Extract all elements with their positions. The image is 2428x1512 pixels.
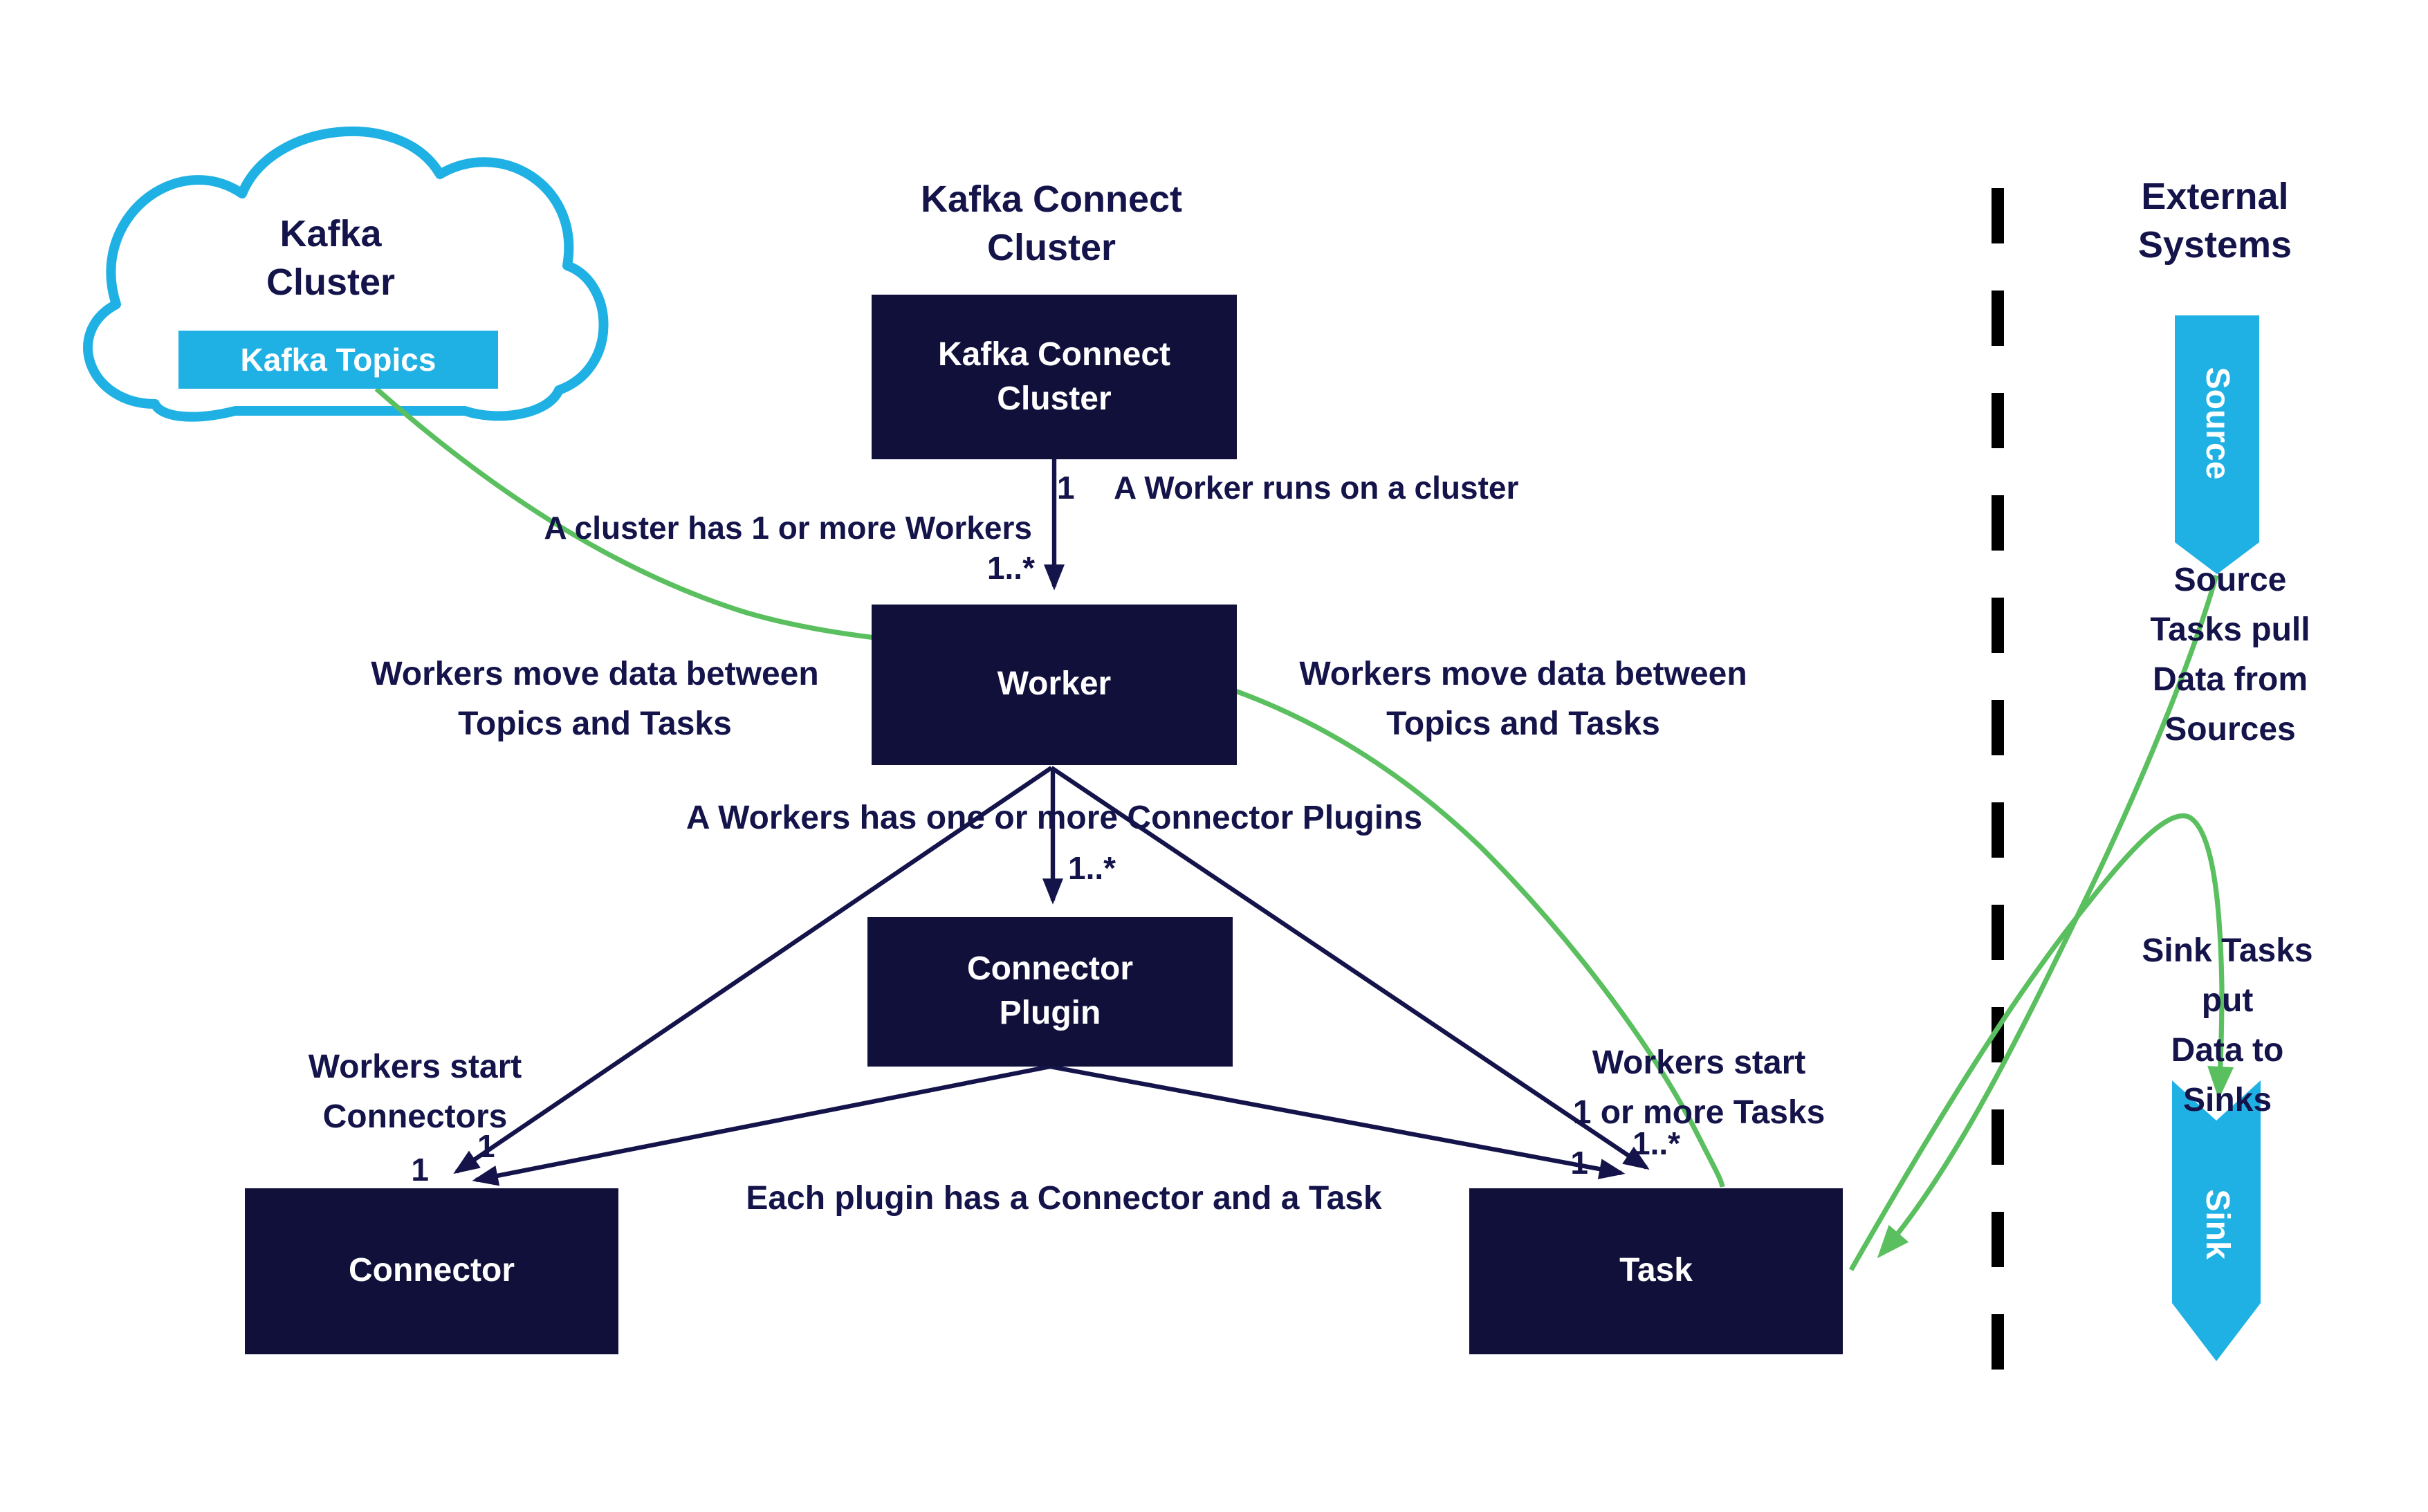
worker-note-left: Workers move data between Topics and Tas… [371,656,819,743]
external-systems-heading: External Systems [2137,176,2292,266]
multiplicity-plugin-connector-one: 1 [477,1128,495,1164]
sink-banner-label: Sink [2198,1189,2236,1260]
edge-label-workers-start-connectors: Workers start Connectors [308,1049,522,1136]
connector-plugin-box: Connector Plugin [867,917,1233,1067]
source-banner [2175,315,2259,574]
connector-box: Connector [245,1188,618,1354]
edge-label-workers-start-tasks: Workers start 1 or more Tasks [1572,1044,1825,1132]
edge-label-cluster-has-workers: A cluster has 1 or more Workers [544,510,1032,546]
multiplicity-cluster-worker-one: 1 [1057,470,1075,506]
multiplicity-plugin-task-one: 1 [1570,1145,1588,1181]
sink-banner [2172,1080,2261,1361]
edge-label-plugin-has-connector-and-task: Each plugin has a Connector and a Task [746,1180,1382,1217]
task-box: Task [1469,1188,1843,1354]
green-edge-task-to-sink [1848,813,2234,1271]
multiplicity-worker-task-many: 1..* [1633,1125,1681,1161]
edge-plugin-to-connector [472,1064,1051,1186]
worker-note-right: Workers move data between Topics and Tas… [1299,656,1747,743]
sink-note: Sink Tasks put Data to Sinks [2142,932,2313,1119]
edge-worker-to-connector [453,766,1053,1174]
multiplicity-worker-plugin-many: 1..* [1068,850,1116,886]
multiplicity-cluster-worker-many: 1..* [986,550,1035,586]
worker-box: Worker [872,605,1237,765]
kafka-connect-cluster-box: Kafka Connect Cluster [872,295,1237,459]
edge-plugin-to-task [1049,1064,1626,1179]
multiplicity-worker-connector-one: 1 [411,1152,429,1188]
kafka-connect-heading: Kafka Connect Cluster [920,178,1183,268]
source-banner-label: Source [2198,367,2236,480]
kafka-topics-box: Kafka Topics [178,331,498,389]
edge-label-worker-has-plugins: A Workers has one or more Connector Plug… [686,800,1423,837]
source-note: Source Tasks pull Data from Sources [2150,562,2310,748]
edge-worker-to-task [1050,766,1650,1170]
green-edge-source-to-task [1877,575,2219,1259]
edge-label-worker-runs-on-cluster: A Worker runs on a cluster [1114,470,1519,506]
kafka-cluster-title: Kafka Cluster [266,213,396,303]
